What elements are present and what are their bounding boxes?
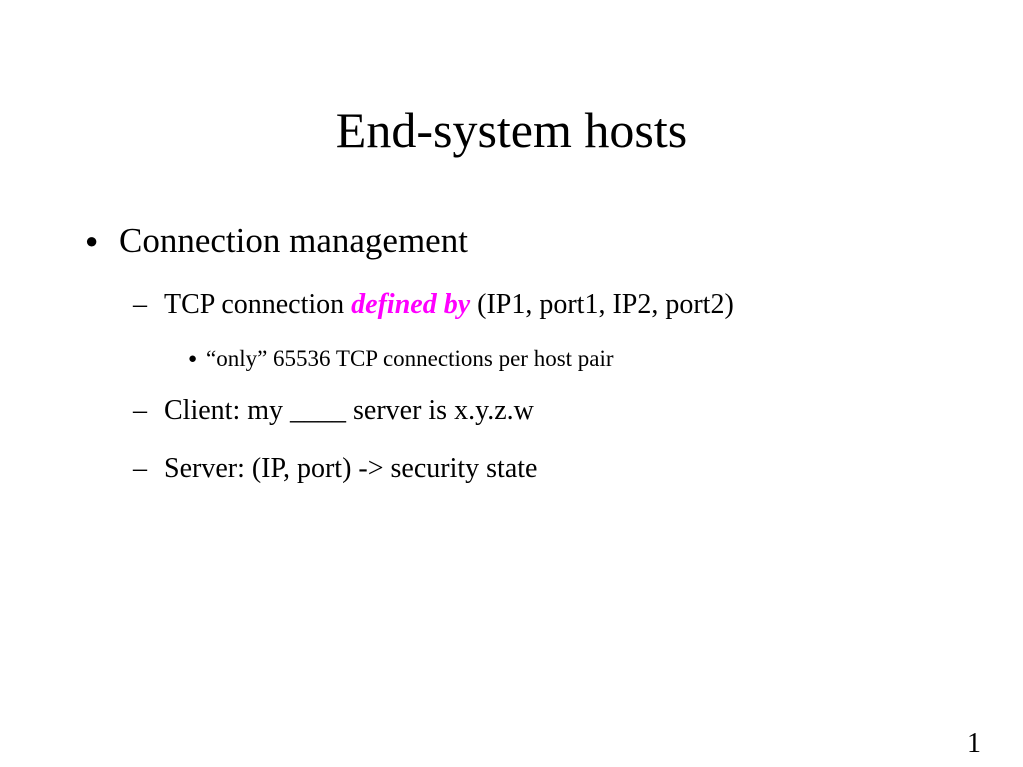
tcp-connection-text: TCP connection xyxy=(164,289,352,320)
dash-marker: – xyxy=(133,289,147,320)
bullet-client: Client: my ____ server is x.y.z.w xyxy=(164,395,534,426)
dash-marker: – xyxy=(133,395,147,426)
defined-by-emphasis: defined by xyxy=(351,289,471,320)
tcp-tuple-text: (IP1, port1, IP2, port2) xyxy=(470,289,734,320)
page-number: 1 xyxy=(967,728,981,759)
bullet-server: Server: (IP, port) -> security state xyxy=(164,453,538,484)
bullet-dot-icon: ● xyxy=(188,351,198,367)
dash-marker: – xyxy=(133,453,147,484)
slide-title: End-system hosts xyxy=(335,102,688,158)
bullet-connection-limit: “only” 65536 TCP connections per host pa… xyxy=(206,346,614,371)
bullet-tcp-connection: TCP connection defined by (IP1, port1, I… xyxy=(164,287,734,323)
bullet-connection-management: Connection management xyxy=(119,221,468,260)
bullet-dot-icon: ● xyxy=(85,228,99,253)
